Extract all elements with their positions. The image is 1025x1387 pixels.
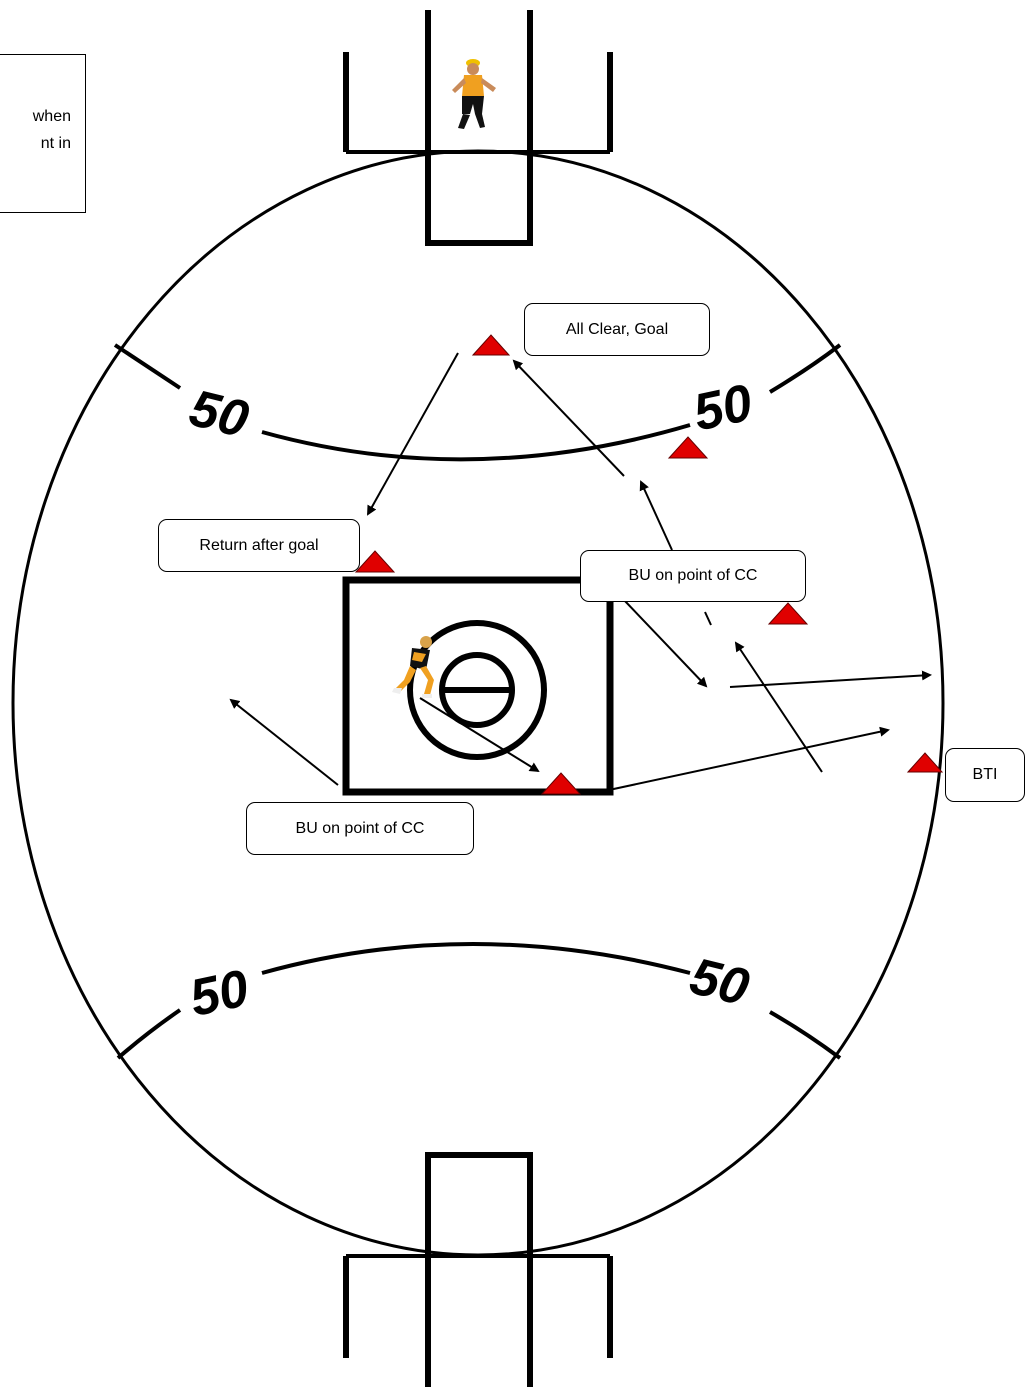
note-box: when nt in (0, 54, 86, 213)
label-bti: BTI (945, 748, 1025, 802)
fifty-label-top-left: 50 (184, 379, 254, 449)
arrow-centre-to-bti (594, 726, 890, 794)
arrow-up-left-right (734, 641, 823, 773)
note-line-1: when (32, 108, 71, 125)
fifty-label-bottom-left: 50 (185, 959, 254, 1028)
cone-marker-return (354, 550, 396, 573)
arrow-up-to-fifty (639, 480, 673, 551)
field-boundary (11, 149, 945, 1257)
umpire-figure-icon (452, 59, 496, 129)
movement-arrows (229, 352, 932, 794)
top-fifty-arc (113, 343, 842, 462)
label-bu-point-cc-bottom: BU on point of CC (246, 802, 474, 855)
arrow-goal-to-return (367, 352, 459, 516)
centre-square (342, 576, 614, 796)
arrow-bu-down (623, 599, 708, 688)
arrow-bu-up-left (229, 698, 339, 786)
cone-marker-right (767, 602, 809, 625)
cone-marker-goal (471, 334, 511, 356)
fifty-label-top-right: 50 (689, 374, 758, 443)
label-all-clear-goal: All Clear, Goal (524, 303, 710, 356)
bottom-fifty-arc (116, 942, 842, 1060)
arrow-to-bti-upper (729, 670, 932, 688)
cone-marker-bti (906, 752, 944, 773)
centre-circles (407, 620, 547, 760)
top-goal-posts (343, 10, 613, 246)
label-bu-point-cc-right: BU on point of CC (580, 550, 806, 602)
dash-segment (704, 611, 712, 626)
cone-marker-fifty (667, 436, 709, 459)
note-text: when nt in (33, 103, 71, 157)
cone-marker-centre (540, 772, 582, 795)
cone-markers (354, 334, 944, 795)
arrow-to-goal (512, 359, 625, 477)
label-return-after-goal: Return after goal (158, 519, 360, 572)
arrow-umpire-to-cone (419, 697, 540, 773)
running-umpire-icon (392, 636, 434, 698)
note-line-2: nt in (40, 135, 71, 152)
bottom-goal-posts (343, 1152, 613, 1387)
fifty-label-bottom-right: 50 (684, 947, 754, 1017)
